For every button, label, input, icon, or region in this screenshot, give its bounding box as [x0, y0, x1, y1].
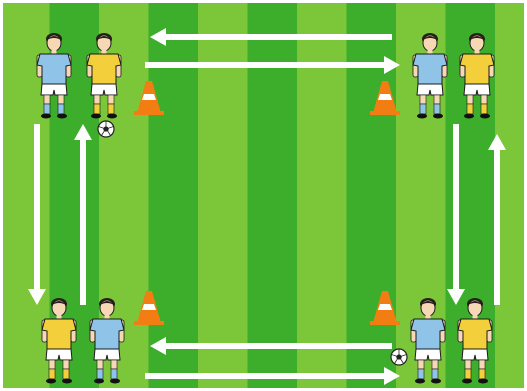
ball-icon: [98, 121, 114, 137]
ball-icon: [391, 349, 407, 365]
pitch-stripe: [347, 0, 397, 391]
pitch-stripe: [297, 0, 347, 391]
pitch-stripe: [248, 0, 298, 391]
pitch-stripe: [149, 0, 199, 391]
pitch-stripe: [198, 0, 248, 391]
